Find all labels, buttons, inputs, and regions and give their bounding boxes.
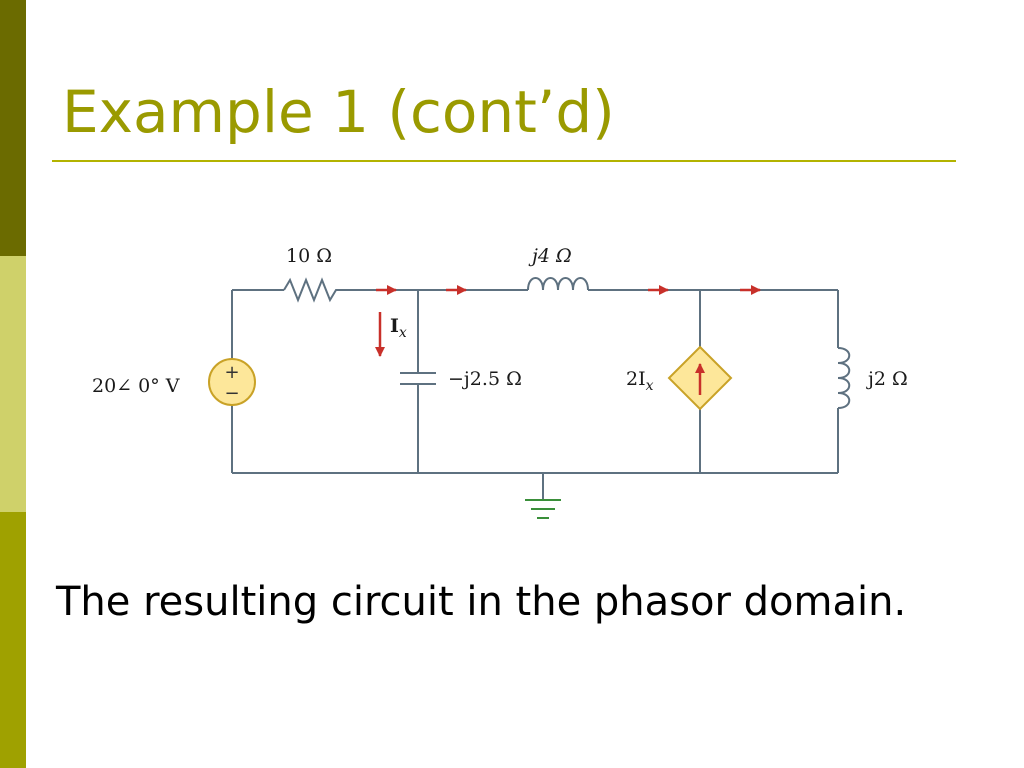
voltage-source-label: 20∠ 0° V	[92, 375, 180, 397]
sidebar-band-bottom	[0, 512, 26, 768]
ground-icon	[525, 499, 561, 519]
current-arrows	[375, 285, 761, 357]
capacitor	[400, 372, 436, 385]
current-ix-label: Ix	[390, 315, 407, 341]
source-plus-sign: +	[224, 362, 239, 383]
inductor-j2-label: j2 Ω	[866, 368, 908, 390]
circuit-diagram: 10 Ω j4 Ω −j2.5 Ω j2 Ω + − 20∠ 0° V 2Ix …	[92, 245, 908, 519]
dependent-current-source-icon	[667, 345, 733, 411]
title-underline	[52, 160, 956, 162]
voltage-source-icon: + −	[208, 358, 256, 406]
slide-caption: The resulting circuit in the phasor doma…	[56, 579, 907, 625]
dependent-source-label: 2Ix	[626, 368, 654, 394]
source-minus-sign: −	[224, 383, 239, 404]
resistor-10-ohm	[283, 277, 342, 303]
inductor-j4	[527, 277, 589, 291]
inductor-j2	[837, 347, 851, 409]
resistor-label: 10 Ω	[286, 245, 332, 267]
sidebar-band-top	[0, 0, 26, 256]
circuit-wires	[231, 289, 839, 500]
inductor-j4-label: j4 Ω	[528, 245, 572, 267]
slide-title: Example 1 (cont’d)	[62, 78, 615, 146]
slide-sidebar	[0, 0, 26, 768]
capacitor-label: −j2.5 Ω	[448, 368, 522, 390]
sidebar-band-middle	[0, 256, 26, 512]
